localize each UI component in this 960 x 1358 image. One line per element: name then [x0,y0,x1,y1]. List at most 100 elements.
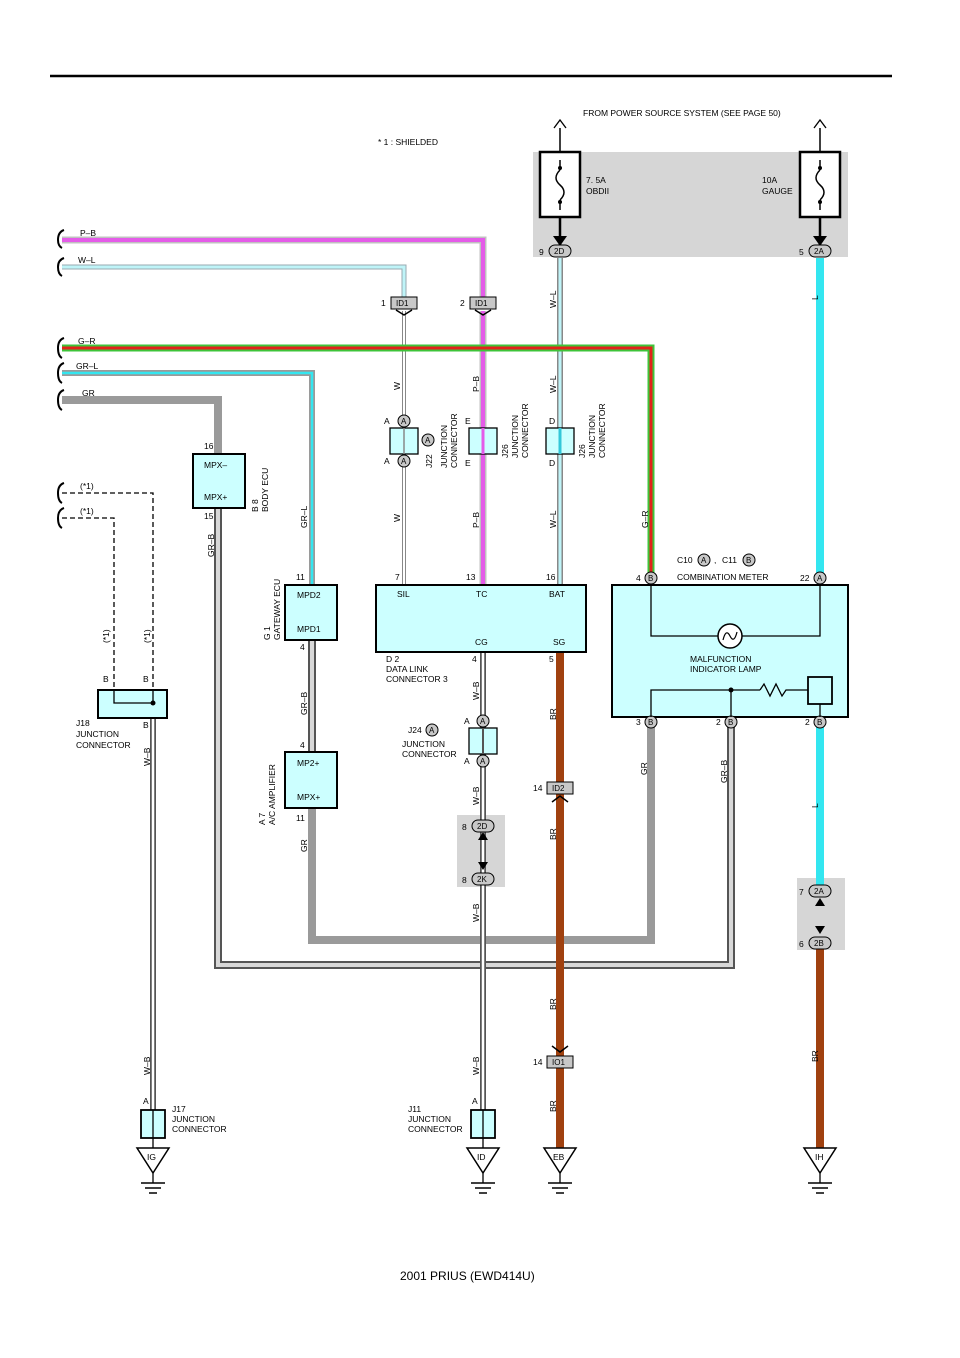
j22-name: JUNCTION CONNECTOR [439,413,459,468]
wire-label-star1a: (*1) [80,481,94,491]
gateway-mpd1: MPD1 [297,624,321,634]
dlc-pin13: 13 [466,572,476,582]
ground-ih-icon [802,1147,838,1194]
body-ecu-box [192,453,246,509]
wire-label-w-l: W–L [78,255,96,265]
vertical-wire-labels: (*1) (*1) W–L W–L W–L L L W W P–B P–B G–… [101,290,820,1112]
svg-text:J26: J26 [500,444,510,458]
ground-ih-label: IH [815,1152,824,1162]
meter-tag-2b-text: B [817,718,822,727]
meter-pin3: 3 [636,717,641,727]
dlc-name2: CONNECTOR 3 [386,674,448,684]
tag-id1-pin2: ID1 [469,296,497,310]
svg-text:BR: BR [548,1100,558,1112]
arrow-id1-a [395,309,413,316]
dlc-pin7: 7 [395,572,400,582]
svg-text:BR: BR [810,1050,820,1062]
pin-7: 7 [799,887,804,897]
j11-pin-a: A [472,1096,478,1106]
pin-14-id2: 14 [533,783,543,793]
svg-text:JUNCTION: JUNCTION [439,425,449,468]
dlc-cg: CG [475,637,488,647]
j18-pin-b3: B [143,720,149,730]
j11-name2: CONNECTOR [408,1124,463,1134]
footer-title: 2001 PRIUS (EWD414U) [400,1269,535,1283]
meter-name: COMBINATION METER [677,572,768,582]
j24-tag-a1: A [480,717,486,726]
svg-text:BR: BR [548,998,558,1010]
arrow-2d-2k [478,832,488,870]
tag-2d-mid: 2D [471,819,495,833]
ac-label: A 7 A/C AMPLIFIER [257,764,277,825]
svg-text:W–L: W–L [548,375,558,393]
j18-pin-b1: B [103,674,109,684]
ac-mpx-plus: MPX+ [297,792,320,802]
meter-junction-dot [728,687,734,693]
svg-text:J22: J22 [424,454,434,468]
meter-pin22: 22 [800,573,810,583]
meter-tag-4 [644,571,658,585]
dlc-pin16: 16 [546,572,556,582]
svg-text:GR–L: GR–L [299,506,309,528]
meter-c10-tag [697,553,711,567]
dlc-bat: BAT [549,589,565,599]
svg-text:GR–B: GR–B [719,760,729,783]
ac-mp2-plus: MP2+ [297,758,319,768]
j26-pin-e2: E [465,458,471,468]
j24-name1: JUNCTION [402,739,445,749]
meter-tag-3-text: B [648,718,653,727]
fuse-obdii-amps: 7. 5A [586,175,606,185]
svg-text:W: W [392,514,402,522]
gateway-pin4: 4 [300,642,305,652]
meter-c10-tag-text: A [701,556,707,565]
power-source-note: FROM POWER SOURCE SYSTEM (SEE PAGE 50) [583,108,781,118]
dlc-sg: SG [553,637,565,647]
j18-id: J18 [76,718,90,728]
svg-text:GR: GR [639,762,649,775]
wire-label-star1b: (*1) [80,506,94,516]
j18-dot [150,700,156,706]
pin-8a: 8 [462,822,467,832]
dlc-sil: SIL [397,589,410,599]
tag-id1-pin1: ID1 [390,296,418,310]
pin-9: 9 [539,247,544,257]
tag-2k: 2K [471,872,495,886]
pin-6: 6 [799,939,804,949]
ground-ig-icon [135,1147,171,1194]
svg-text:W–B: W–B [142,1056,152,1075]
svg-text:CONNECTOR: CONNECTOR [449,413,459,468]
svg-text:GR: GR [299,839,309,852]
svg-text:W–B: W–B [142,747,152,766]
data-link-connector-box [375,584,587,653]
gateway-mpd2: MPD2 [297,590,321,600]
wire-gr-body-ecu [62,396,222,454]
j17-pin-a: A [143,1096,149,1106]
fuse-block-shade [533,152,848,257]
gateway-pin11: 11 [296,572,305,582]
svg-text:J26: J26 [577,444,587,458]
lamp-label-2: INDICATOR LAMP [690,664,762,674]
fuse-gauge [798,118,842,246]
svg-text:BR: BR [548,828,558,840]
j24-pin-a: A [464,716,470,726]
j26-pin-e: E [465,416,471,426]
svg-text:JUNCTION: JUNCTION [510,415,520,458]
fuse-obdii-name: OBDII [586,186,609,196]
j24-pin-a2: A [464,756,470,766]
body-ecu-label: B 8 BODY ECU [250,468,270,512]
svg-text:CONNECTOR: CONNECTOR [520,403,530,458]
arrow-io1 [551,1045,569,1053]
meter-internal-circuit [650,585,821,717]
meter-c11: C11 [722,555,737,565]
arrow-id2 [551,795,569,803]
j22-label: J22 [424,454,434,468]
dlc-tc: TC [476,589,487,599]
meter-tag-22-text: A [817,574,823,583]
tag-2a-low: 2A [808,884,832,898]
pin-1: 1 [381,298,386,308]
meter-pin2b: 2 [805,717,810,727]
wire-w-l-left [62,264,407,585]
dlc-name1: DATA LINK [386,664,429,674]
svg-text:2B: 2B [814,939,824,948]
fuse-gauge-name: GAUGE [762,186,793,196]
